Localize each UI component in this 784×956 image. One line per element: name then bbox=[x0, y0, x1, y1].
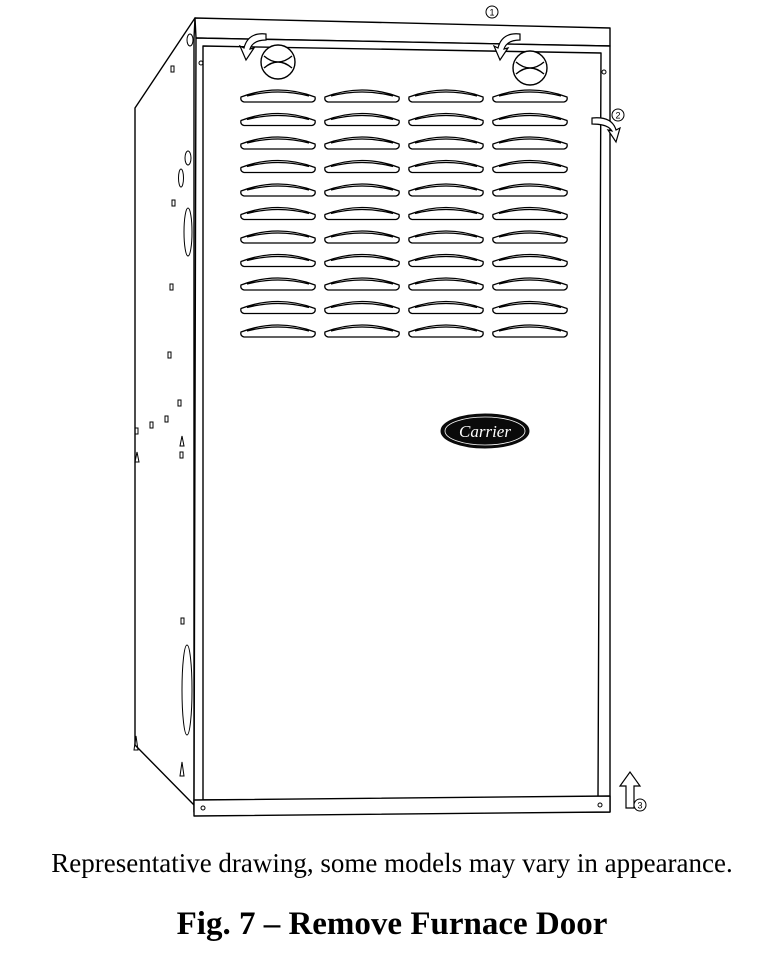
louver-slot bbox=[240, 89, 316, 103]
door-knob-left bbox=[260, 44, 296, 80]
louver-slot bbox=[408, 206, 484, 221]
door-louver-grid bbox=[240, 89, 568, 338]
figure-title: Fig. 7 – Remove Furnace Door bbox=[176, 906, 608, 942]
louver-slot bbox=[240, 324, 316, 338]
callout-3: 3 bbox=[633, 798, 647, 812]
louver-slot bbox=[240, 112, 316, 127]
louver-slot bbox=[240, 136, 316, 150]
svg-text:2: 2 bbox=[615, 111, 620, 121]
louver-slot bbox=[240, 300, 316, 315]
louver-slot bbox=[492, 159, 568, 174]
louver-slot bbox=[492, 277, 568, 291]
louver-slot bbox=[324, 324, 400, 338]
louver-slot bbox=[408, 300, 484, 315]
furnace-door-drawing: 1 2 3 Carrier bbox=[133, 5, 647, 817]
callout-2: 2 bbox=[611, 108, 625, 122]
louver-slot bbox=[408, 324, 484, 338]
louver-slot bbox=[240, 277, 316, 291]
louver-slot bbox=[324, 183, 400, 197]
carrier-logo: Carrier bbox=[440, 413, 530, 449]
louver-slot bbox=[492, 253, 568, 268]
curved-arrow-icon bbox=[238, 33, 621, 144]
figure-note: Representative drawing, some models may … bbox=[51, 848, 733, 878]
louver-slot bbox=[492, 183, 568, 197]
louver-slot bbox=[492, 112, 568, 127]
louver-slot bbox=[324, 206, 400, 221]
louver-slot bbox=[408, 277, 484, 291]
louver-slot bbox=[408, 183, 484, 197]
louver-slot bbox=[492, 89, 568, 103]
door-screws bbox=[198, 60, 607, 811]
louver-slot bbox=[492, 136, 568, 150]
furnace-door bbox=[202, 45, 602, 801]
svg-text:3: 3 bbox=[637, 801, 642, 811]
louver-slot bbox=[408, 230, 484, 244]
louver-slot bbox=[240, 183, 316, 197]
door-knob-right bbox=[512, 50, 548, 86]
louver-slot bbox=[324, 230, 400, 244]
louver-slot bbox=[492, 324, 568, 338]
louver-slot bbox=[324, 277, 400, 291]
louver-slot bbox=[492, 300, 568, 315]
louver-slot bbox=[240, 206, 316, 221]
louver-slot bbox=[324, 300, 400, 315]
louver-slot bbox=[408, 159, 484, 174]
louver-slot bbox=[492, 206, 568, 221]
louver-slot bbox=[492, 230, 568, 244]
louver-slot bbox=[240, 253, 316, 268]
louver-slot bbox=[240, 159, 316, 174]
louver-slot bbox=[324, 89, 400, 103]
louver-slot bbox=[324, 112, 400, 127]
louver-slot bbox=[408, 136, 484, 150]
louver-slot bbox=[324, 253, 400, 268]
side-panel-details bbox=[133, 33, 194, 777]
cabinet-side-panel bbox=[134, 17, 196, 806]
louver-slot bbox=[408, 112, 484, 127]
louver-slot bbox=[324, 136, 400, 150]
cabinet-bottom-rail bbox=[193, 795, 611, 817]
louver-slot bbox=[240, 230, 316, 244]
svg-text:Carrier: Carrier bbox=[459, 422, 511, 441]
louver-slot bbox=[408, 89, 484, 103]
svg-text:1: 1 bbox=[489, 8, 494, 18]
louver-slot bbox=[324, 159, 400, 174]
louver-slot bbox=[408, 253, 484, 268]
callout-1: 1 bbox=[485, 5, 499, 19]
